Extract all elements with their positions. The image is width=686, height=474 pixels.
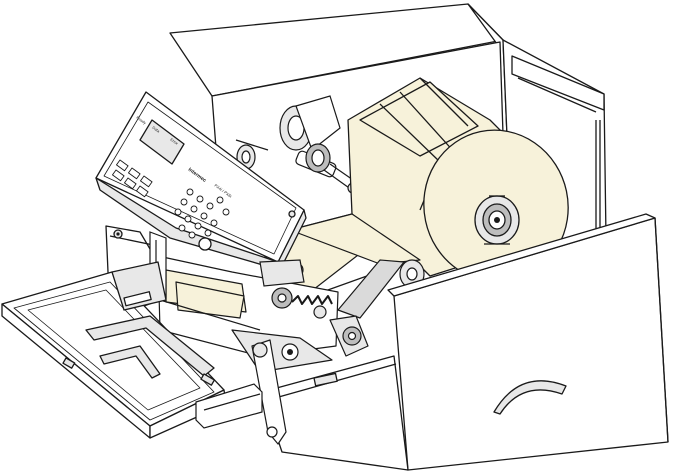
key[interactable] (217, 197, 223, 203)
key[interactable] (185, 216, 191, 222)
key[interactable] (195, 223, 201, 229)
feed-button[interactable] (199, 238, 211, 250)
key[interactable] (175, 209, 181, 215)
key[interactable] (207, 203, 213, 209)
key[interactable] (179, 225, 185, 231)
key[interactable] (197, 196, 203, 202)
key[interactable] (187, 189, 193, 195)
key[interactable] (189, 232, 195, 238)
key[interactable] (201, 213, 207, 219)
key[interactable] (223, 209, 229, 215)
power-indicator (289, 211, 295, 217)
key[interactable] (211, 220, 217, 226)
key[interactable] (205, 230, 211, 236)
key[interactable] (191, 206, 197, 212)
key[interactable] (181, 199, 187, 205)
